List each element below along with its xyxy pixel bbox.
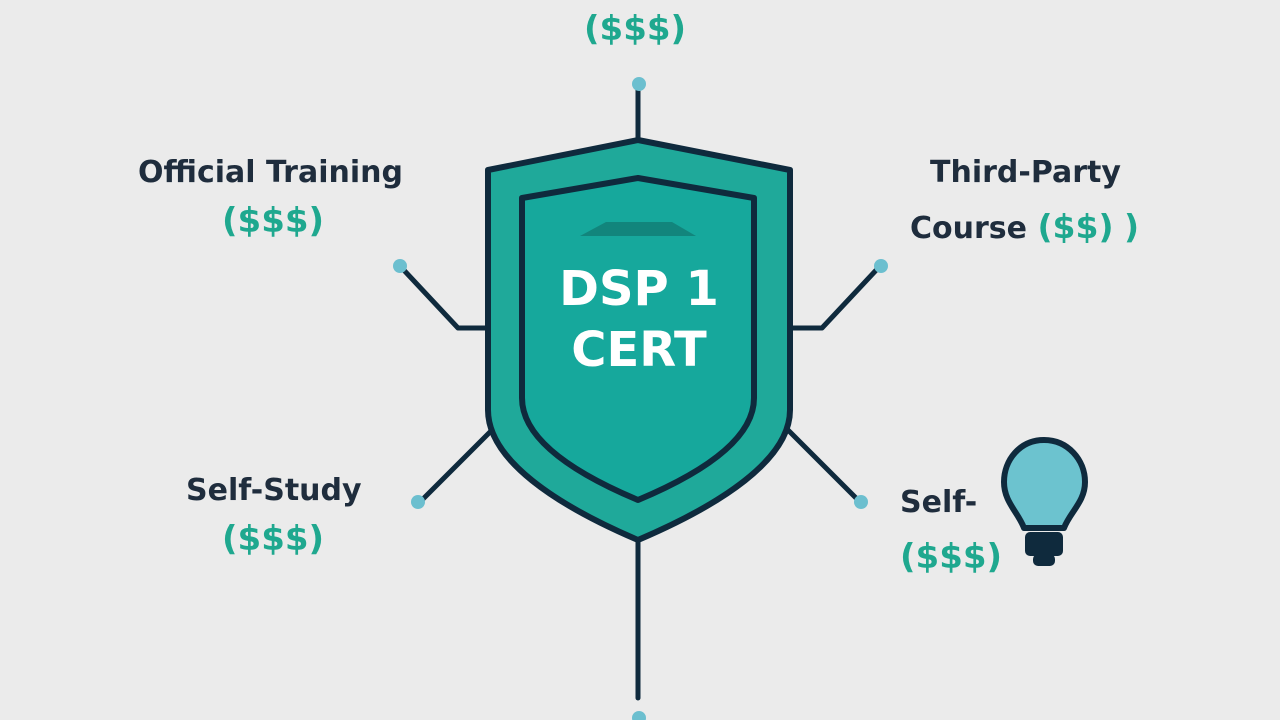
lightbulb-tip [1033,554,1055,566]
lightbulb-glass [1001,437,1088,531]
shield-title-line2: CERT [571,322,707,378]
lightbulb-icon [1001,437,1088,566]
third-party-trailing-paren: ) [1123,207,1140,246]
official-training-price: ($$$) [222,201,325,241]
official-training-title: Official Training [138,155,403,190]
node-dot-top [632,77,646,91]
connector-top-right [787,263,883,331]
shield-notch [580,222,696,236]
connector-top-left [397,263,491,331]
node-dot-top-left [393,259,407,273]
self-study-price: ($$$) [222,519,325,559]
shield-inner [519,175,757,503]
connector-bottom-left [417,425,497,505]
self-title: Self- [900,485,978,520]
third-party-course-text: Course [910,211,1027,246]
node-dot-bottom-left [411,495,425,509]
third-party-title-line2: Course ($$) ) [910,210,1139,244]
node-dot-top-right [874,259,888,273]
node-dot-bottom-right [854,495,868,509]
node-dot-bottom [632,711,646,720]
third-party-price: ($$) [1037,207,1114,246]
self-study-title: Self-Study [186,473,362,508]
connector-bottom-right [783,425,863,505]
self-price: ($$$) [900,537,1003,577]
third-party-title-line1: Third-Party [930,155,1121,190]
top-price: ($$$) [584,9,687,49]
shield-title-line1: DSP 1 [559,261,719,317]
lightbulb-base [1025,532,1063,556]
